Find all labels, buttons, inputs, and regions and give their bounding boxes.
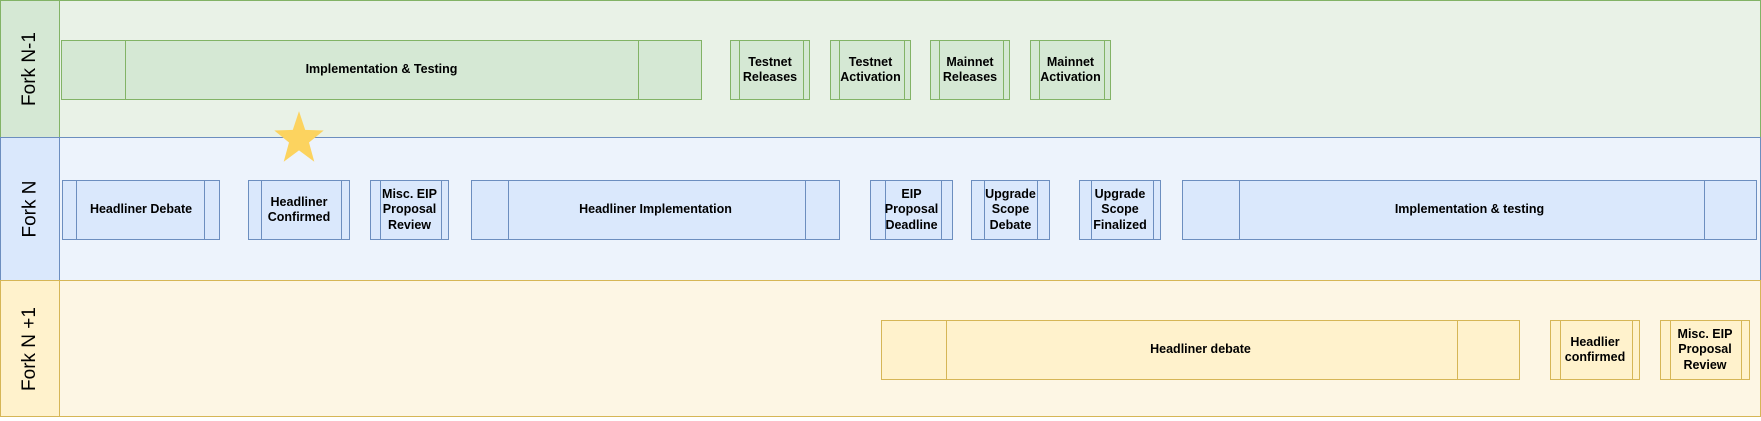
phase-label: Implementation & Testing (305, 62, 458, 77)
milestone-testnet-releases: Testnet Releases (730, 40, 810, 100)
lane-title-fork-n: Fork N (1, 138, 60, 280)
milestone-eip-proposal-deadline-n: EIP Proposal Deadline (870, 180, 953, 240)
phase-label: Misc. EIP Proposal Review (382, 186, 437, 232)
phase-label: Headliner debate (1150, 342, 1251, 357)
phase-misc-eip-proposal-review-n-plus-1: Misc. EIP Proposal Review (1660, 320, 1750, 380)
milestone-mainnet-activation: Mainnet Activation (1030, 40, 1111, 100)
phase-implementation-testing-n-1: Implementation & Testing (61, 40, 702, 100)
star-icon (274, 110, 324, 166)
milestone-label: Mainnet Activation (1040, 54, 1101, 85)
milestone-mainnet-releases: Mainnet Releases (930, 40, 1010, 100)
phase-headliner-debate-n: Headliner Debate (62, 180, 220, 240)
milestone-testnet-activation: Testnet Activation (830, 40, 911, 100)
lane-title-label: Fork N (19, 180, 40, 238)
milestone-label: Upgrade Scope Finalized (1093, 186, 1147, 232)
phase-label: Headliner Debate (89, 202, 193, 217)
lane-title-label: Fork N-1 (19, 32, 40, 106)
milestone-label: EIP Proposal Deadline (884, 186, 939, 232)
phase-headliner-implementation-n: Headliner Implementation (471, 180, 840, 240)
lane-title-fork-n-plus-1: Fork N +1 (1, 281, 60, 416)
milestone-upgrade-scope-finalized-n: Upgrade Scope Finalized (1079, 180, 1161, 240)
milestone-label: Mainnet Releases (942, 54, 998, 85)
phase-label: Headliner Implementation (579, 202, 732, 217)
milestone-label: Headliner Confirmed (267, 194, 331, 225)
milestone-label: Testnet Releases (742, 54, 798, 85)
lane-title-fork-n-1: Fork N-1 (1, 1, 60, 137)
phase-misc-eip-proposal-review-n: Misc. EIP Proposal Review (370, 180, 449, 240)
lane-title-label: Fork N +1 (19, 306, 41, 391)
milestone-label: Testnet Activation (840, 54, 901, 85)
phase-label: Implementation & testing (1394, 202, 1545, 217)
milestone-headliner-confirmed-n-plus-1: Headlier confirmed (1550, 320, 1640, 380)
milestone-label: Headlier confirmed (1564, 334, 1626, 365)
phase-headliner-debate-n-plus-1: Headliner debate (881, 320, 1520, 380)
phase-upgrade-scope-debate-n: Upgrade Scope Debate (971, 180, 1050, 240)
phase-implementation-testing-n: Implementation & testing (1182, 180, 1757, 240)
milestone-headliner-confirmed-n: Headliner Confirmed (248, 180, 350, 240)
phase-label: Upgrade Scope Debate (985, 186, 1036, 232)
phase-label: Misc. EIP Proposal Review (1677, 326, 1733, 372)
